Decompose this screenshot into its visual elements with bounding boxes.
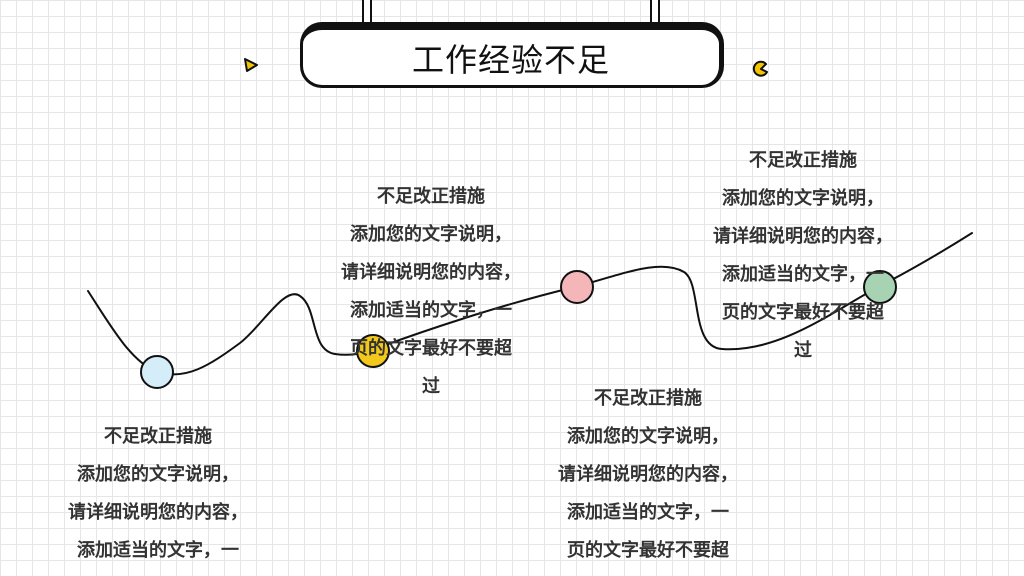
block-line: 请详细说明您的内容，	[68, 502, 248, 523]
block-heading: 不足改正措施	[377, 186, 485, 207]
block-line: 页的文字最好不要超	[722, 302, 884, 323]
block-line: 添加您的文字说明，	[77, 464, 239, 485]
block-line: 添加您的文字说明，	[350, 224, 512, 245]
timeline-marker-4	[863, 270, 897, 304]
pacman-decoration-icon	[752, 60, 768, 77]
block-line: 添加适当的文字，一	[77, 540, 239, 561]
block-line: 请详细说明您的内容，	[713, 226, 893, 247]
block-heading: 不足改正措施	[749, 150, 857, 171]
block-line: 添加适当的文字，一	[350, 300, 512, 321]
text-block-4: 不足改正措施 添加您的文字说明， 请详细说明您的内容， 添加适当的文字，一 页的…	[683, 142, 923, 370]
block-heading: 不足改正措施	[104, 426, 212, 447]
text-block-2: 不足改正措施 添加您的文字说明， 请详细说明您的内容， 添加适当的文字，一 页的…	[311, 178, 551, 406]
page-title: 工作经验不足	[411, 40, 610, 79]
block-line: 页的文字最好不要超	[350, 338, 512, 359]
block-line: 请详细说明您的内容，	[558, 464, 738, 485]
block-line: 过	[422, 376, 440, 397]
timeline-marker-1	[140, 355, 174, 389]
timeline-marker-2	[356, 334, 390, 368]
timeline-marker-3	[560, 270, 594, 304]
block-line: 添加适当的文字，一	[567, 502, 729, 523]
block-line: 页的文字最好不要超	[567, 540, 729, 561]
block-line: 过	[794, 340, 812, 361]
block-heading: 不足改正措施	[594, 388, 702, 409]
block-line: 添加适当的文字，一	[722, 264, 884, 285]
title-box: 工作经验不足	[300, 22, 724, 88]
triangle-decoration-icon	[244, 58, 258, 72]
block-line: 请详细说明您的内容，	[341, 262, 521, 283]
text-block-3: 不足改正措施 添加您的文字说明， 请详细说明您的内容， 添加适当的文字，一 页的…	[528, 380, 768, 570]
block-line: 添加您的文字说明，	[722, 188, 884, 209]
block-line: 添加您的文字说明，	[567, 426, 729, 447]
text-block-1: 不足改正措施 添加您的文字说明， 请详细说明您的内容， 添加适当的文字，一	[38, 418, 278, 570]
